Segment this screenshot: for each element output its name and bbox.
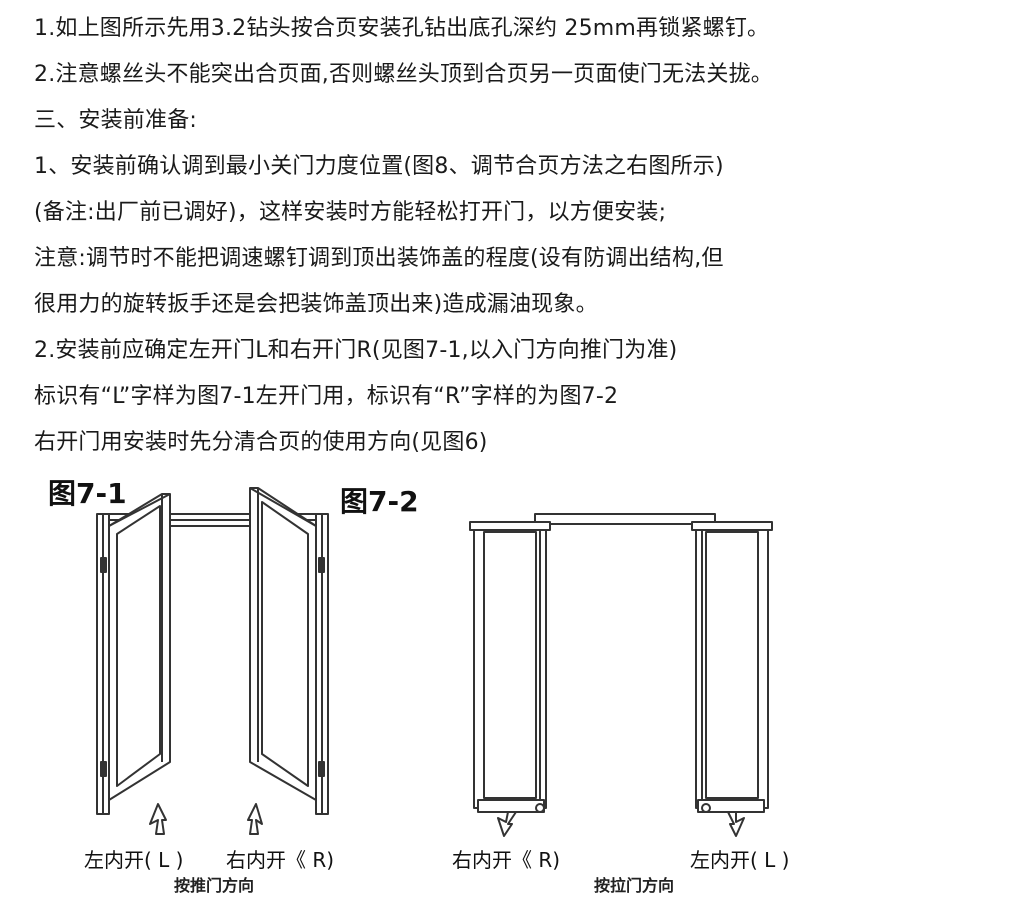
pivot-icon	[535, 803, 545, 813]
right-door-top-rail	[691, 521, 773, 531]
hinge-icon	[318, 557, 325, 573]
instruction-line: 注意:调节时不能把调速螺钉调到顶出装饰盖的程度(设有防调出结构,但	[34, 246, 724, 271]
figure-7-1-right-label: 右内开《 R)	[226, 848, 335, 872]
push-arrow-icon	[149, 803, 167, 835]
figure-7-2-title: 图7-2	[340, 485, 419, 518]
figure-7-2-left-label: 右内开《 R)	[452, 848, 561, 872]
instruction-text: 1.如上图所示先用3.2钻头按合页安装孔钻出底孔深约 25mm再锁紧螺钉。 2.…	[34, 6, 1014, 466]
pull-arrow-icon	[497, 811, 517, 837]
instruction-line: 2.注意螺丝头不能突出合页面,否则螺丝头顶到合页另一页面使门无法关拢。	[34, 62, 773, 87]
instruction-line: 1、安装前确认调到最小关门力度位置(图8、调节合页方法之右图所示)	[34, 154, 724, 179]
right-door-panel	[705, 531, 759, 799]
push-arrow-icon	[247, 803, 263, 835]
door-diagrams	[96, 487, 773, 837]
instruction-line: 很用力的旋转扳手还是会把装饰盖顶出来)造成漏油现象。	[34, 292, 598, 317]
pivot-icon	[701, 803, 711, 813]
hinge-icon	[100, 761, 107, 777]
figure-7-2-diagram	[469, 513, 773, 837]
instruction-line: 右开门用安装时先分清合页的使用方向(见图6)	[34, 430, 488, 455]
door-frame-header	[534, 513, 716, 525]
instruction-line: 2.安装前应确定左开门L和右开门R(见图7-1,以入门方向推门为准)	[34, 338, 678, 363]
instruction-line: 1.如上图所示先用3.2钻头按合页安装孔钻出底孔深约 25mm再锁紧螺钉。	[34, 16, 770, 41]
figure-area: 图7-1 图7-2 左内开( L ) 右内开《 R) 按推门方向 右内开《 R)…	[0, 462, 1024, 898]
left-door-panel	[116, 505, 161, 787]
figure-7-1-title: 图7-1	[48, 477, 127, 510]
left-door-top-rail	[469, 521, 551, 531]
pull-arrow-icon	[727, 811, 745, 837]
figure-7-1-left-label: 左内开( L )	[84, 848, 184, 872]
hinge-icon	[100, 557, 107, 573]
instruction-line: (备注:出厂前已调好)，这样安装时方能轻松打开门，以方便安装;	[34, 200, 667, 225]
left-door-bottom-rail	[477, 799, 545, 813]
figure-7-2-right-label: 左内开( L )	[690, 848, 790, 872]
figure-7-1-direction-label: 按推门方向	[174, 876, 255, 895]
right-door-panel	[261, 501, 309, 787]
section-heading: 三、安装前准备:	[34, 108, 198, 133]
hinge-icon	[318, 761, 325, 777]
instruction-line: 标识有“L”字样为图7-1左开门用，标识有“R”字样的为图7-2	[34, 384, 619, 409]
figure-7-2-direction-label: 按拉门方向	[594, 876, 675, 895]
figure-7-1-diagram	[96, 487, 329, 835]
left-door-panel	[483, 531, 537, 799]
